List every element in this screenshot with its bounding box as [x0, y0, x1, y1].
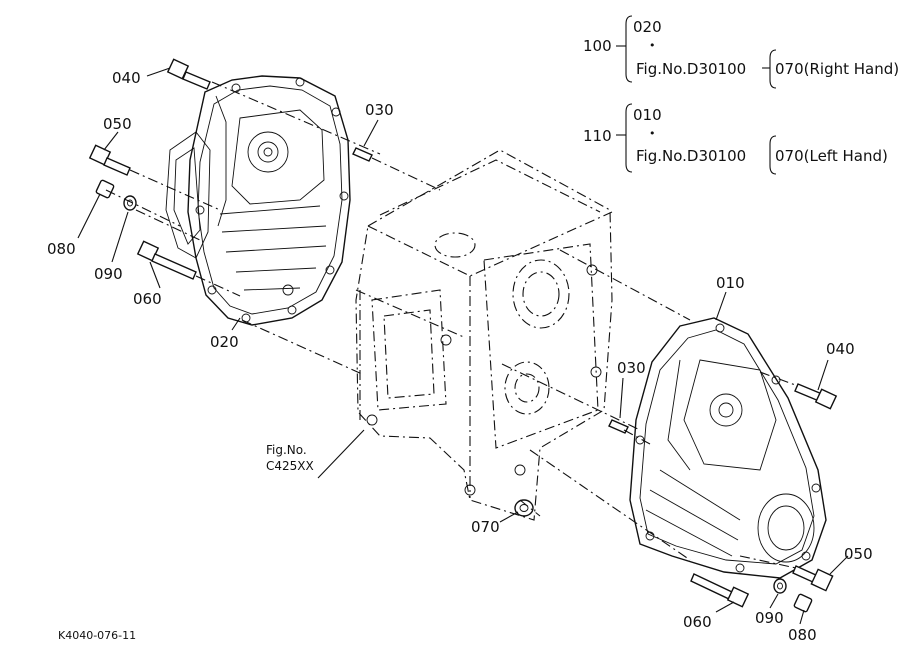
group-110-fig[interactable]: Fig.No.D30100 — [636, 147, 747, 165]
plug-080-right — [793, 593, 813, 613]
bolt-060-left — [136, 240, 197, 280]
callout-060-right[interactable]: 060 — [683, 613, 712, 631]
legend-brackets — [616, 15, 777, 175]
callout-080-right[interactable]: 080 — [788, 626, 817, 644]
group-110-number[interactable]: 110 — [583, 127, 612, 145]
plug-050-right — [792, 565, 834, 592]
group-100-ref[interactable]: 020 — [633, 18, 662, 36]
callout-090-right[interactable]: 090 — [755, 609, 784, 627]
callout-020[interactable]: 020 — [210, 333, 239, 351]
figref-line1: Fig.No. — [266, 443, 307, 457]
assembly-lines — [105, 81, 799, 569]
callout-070[interactable]: 070 — [471, 518, 500, 536]
pin-030-mid — [608, 419, 629, 434]
group-110-bullet: • — [649, 127, 656, 140]
transmission-housing-part — [355, 149, 613, 521]
pin-030-top — [352, 147, 373, 162]
callout-090-left[interactable]: 090 — [94, 265, 123, 283]
right-cover-part — [629, 317, 827, 579]
group-110-sub[interactable]: 070(Left Hand) — [775, 147, 888, 165]
plug-070 — [514, 499, 534, 517]
callout-050-right[interactable]: 050 — [844, 545, 873, 563]
callout-010[interactable]: 010 — [716, 274, 745, 292]
callout-040-left[interactable]: 040 — [112, 69, 141, 87]
callout-040-right[interactable]: 040 — [826, 340, 855, 358]
drawing-code: K4040-076-11 — [58, 629, 137, 642]
plug-050-left — [88, 144, 131, 176]
washer-090-right — [773, 578, 787, 594]
callout-030-mid[interactable]: 030 — [617, 359, 646, 377]
left-cover-part — [165, 75, 351, 326]
group-100-fig[interactable]: Fig.No.D30100 — [636, 60, 747, 78]
leader-lines — [77, 67, 849, 625]
group-100-bullet: • — [649, 39, 656, 52]
callout-050-left[interactable]: 050 — [103, 115, 132, 133]
callout-080-left[interactable]: 080 — [47, 240, 76, 258]
washer-090-left — [123, 195, 137, 211]
bolt-040-left — [166, 58, 211, 90]
figref-line2: C425XX — [266, 459, 314, 473]
callout-060-left[interactable]: 060 — [133, 290, 162, 308]
callout-030-top[interactable]: 030 — [365, 101, 394, 119]
bolt-060-right — [690, 573, 750, 608]
bolt-040-right — [794, 383, 838, 410]
plug-080-left — [95, 179, 115, 199]
group-100-sub[interactable]: 070(Right Hand) — [775, 60, 900, 78]
group-100-number[interactable]: 100 — [583, 37, 612, 55]
group-110-ref[interactable]: 010 — [633, 106, 662, 124]
